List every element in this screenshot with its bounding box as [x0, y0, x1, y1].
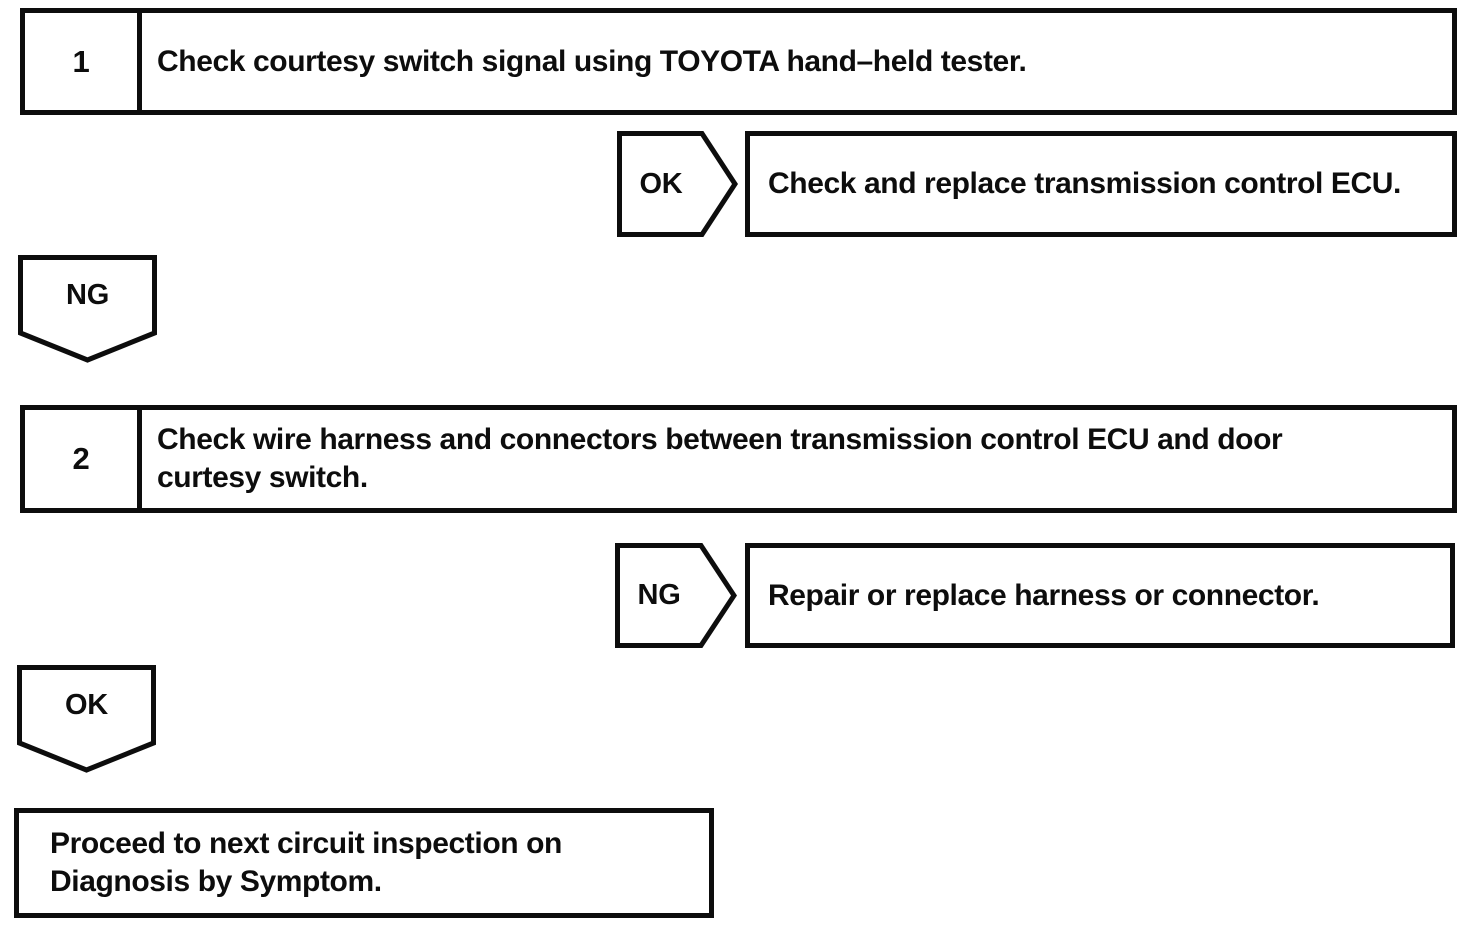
step-2-instruction: Check wire harness and connectors betwee…	[157, 423, 1283, 494]
connector-ng-down-tag: NG	[18, 255, 157, 363]
branch-1-action-box: Check and replace transmission control E…	[745, 131, 1457, 237]
branch-2-action-text: Repair or replace harness or connector.	[768, 578, 1320, 612]
branch-2-ng-tag: NG	[615, 543, 737, 648]
pentagon-arrow-right-icon	[617, 131, 738, 237]
branch-1-ok-tag: OK	[617, 131, 738, 237]
branch-1-result-label: OK	[639, 167, 683, 200]
step-2-box: 2 Check wire harness and connectors betw…	[20, 405, 1457, 513]
pentagon-arrow-down-icon	[18, 255, 157, 363]
step-1-number: 1	[25, 13, 142, 110]
connector-ng-label: NG	[66, 278, 109, 311]
branch-2-result-label: NG	[637, 579, 681, 611]
terminal-text: Proceed to next circuit inspection on Di…	[50, 827, 562, 898]
pentagon-arrow-down-icon	[17, 665, 156, 773]
step-2-number: 2	[25, 410, 142, 508]
step-1-instruction: Check courtesy switch signal using TOYOT…	[157, 44, 1027, 78]
connector-ok-label: OK	[65, 688, 108, 721]
branch-2-action-box: Repair or replace harness or connector.	[745, 543, 1455, 648]
pentagon-arrow-right-icon	[615, 543, 737, 648]
terminal-box: Proceed to next circuit inspection on Di…	[14, 808, 714, 918]
branch-1-action-text: Check and replace transmission control E…	[768, 167, 1401, 200]
step-1-box: 1 Check courtesy switch signal using TOY…	[20, 8, 1457, 115]
connector-ok-down-tag: OK	[17, 665, 156, 773]
